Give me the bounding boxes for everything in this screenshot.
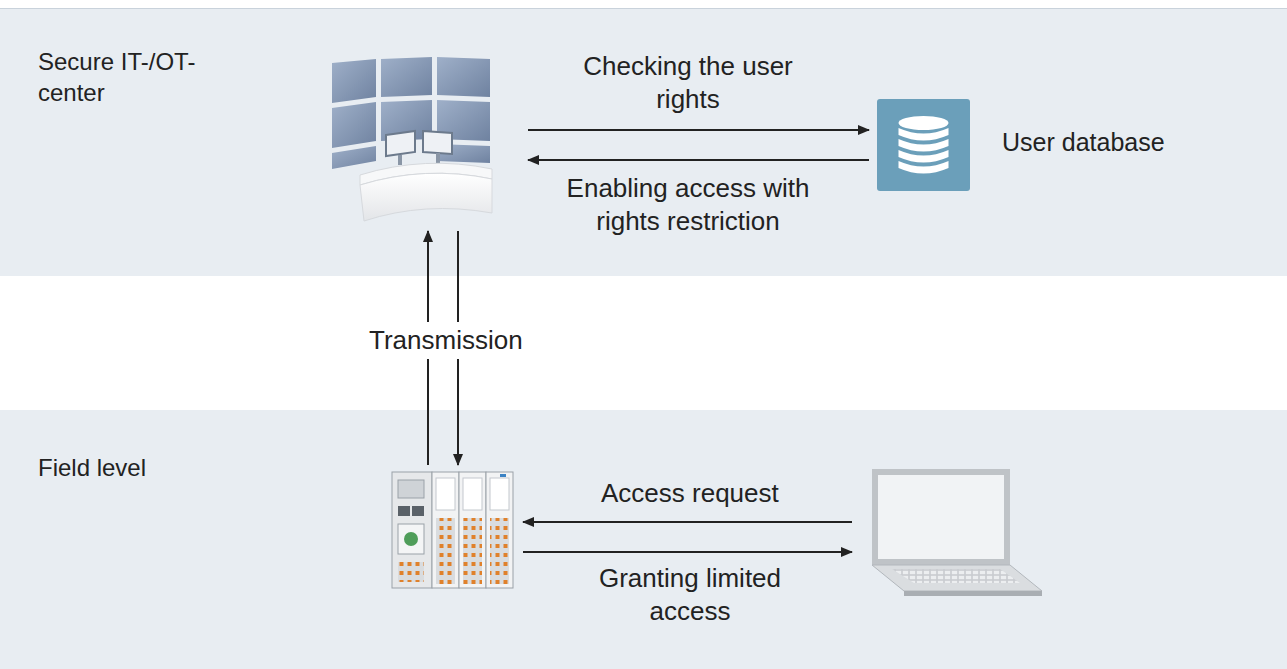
laptop-lid <box>872 469 1010 565</box>
io-modules-part <box>436 518 455 584</box>
arrow-label: Access request <box>601 477 779 510</box>
node-box <box>390 470 515 590</box>
io-modules-part <box>432 472 459 588</box>
monitors-part <box>436 153 440 163</box>
arrow-label: Transmission <box>361 322 531 359</box>
zone-label: Field level <box>38 452 238 483</box>
control-room-illustration <box>320 51 520 226</box>
laptop-base-part <box>892 569 1020 583</box>
arrow-label: Enabling access with rights restriction <box>538 172 838 238</box>
head-module-part <box>404 532 418 546</box>
video-wall-part <box>332 102 376 148</box>
controller-illustration <box>390 470 515 590</box>
io-modules-part <box>490 518 509 584</box>
io-modules-part <box>459 472 486 588</box>
video-wall-part <box>437 57 490 97</box>
operator-desk <box>360 163 492 221</box>
laptop-lid-part <box>872 469 1010 565</box>
laptop-base-part <box>904 591 1042 596</box>
node-box <box>860 465 1045 600</box>
head-module-part <box>398 562 424 582</box>
disk-stack <box>899 116 949 174</box>
head-module-part <box>398 480 424 498</box>
monitors-part <box>386 131 415 156</box>
operator-desk-part <box>360 173 492 221</box>
disk-stack-part <box>899 139 949 152</box>
icon-tile <box>877 99 970 191</box>
node-box: User database <box>877 99 970 191</box>
head-module-part <box>398 506 410 516</box>
head-module <box>392 472 432 588</box>
disk-stack-part <box>899 161 949 174</box>
video-wall-part <box>332 59 376 103</box>
io-modules-part <box>486 472 513 588</box>
io-modules <box>432 472 513 588</box>
disk-stack-part <box>899 150 949 163</box>
monitors-part <box>423 131 452 154</box>
arrow-label: Checking the user rights <box>583 50 793 116</box>
head-module-part <box>412 506 424 516</box>
disk-stack-part <box>899 128 949 141</box>
monitors <box>386 131 452 165</box>
node-box <box>320 51 520 226</box>
video-wall-part <box>381 57 432 97</box>
head-module-part <box>398 524 424 554</box>
video-wall-part <box>332 146 376 169</box>
laptop-lid-part <box>878 475 1004 559</box>
laptop-illustration <box>860 465 1045 600</box>
zone-label: Secure IT-/OT-center <box>38 46 238 108</box>
database-icon <box>877 99 970 191</box>
io-modules-part <box>463 518 482 584</box>
laptop-base-part <box>872 565 1042 591</box>
io-modules-part <box>500 474 506 477</box>
head-module-part <box>392 472 432 588</box>
disk-stack-part <box>899 116 949 130</box>
video-wall <box>332 57 490 169</box>
node-heading: User database <box>1002 127 1165 157</box>
arrow-label: Granting limited access <box>575 562 805 628</box>
zone-band: Field level <box>0 410 1287 669</box>
io-modules-part <box>490 478 509 510</box>
monitors-part <box>398 155 402 165</box>
io-modules-part <box>463 478 482 510</box>
laptop-base <box>872 565 1042 596</box>
io-modules-part <box>436 478 455 510</box>
